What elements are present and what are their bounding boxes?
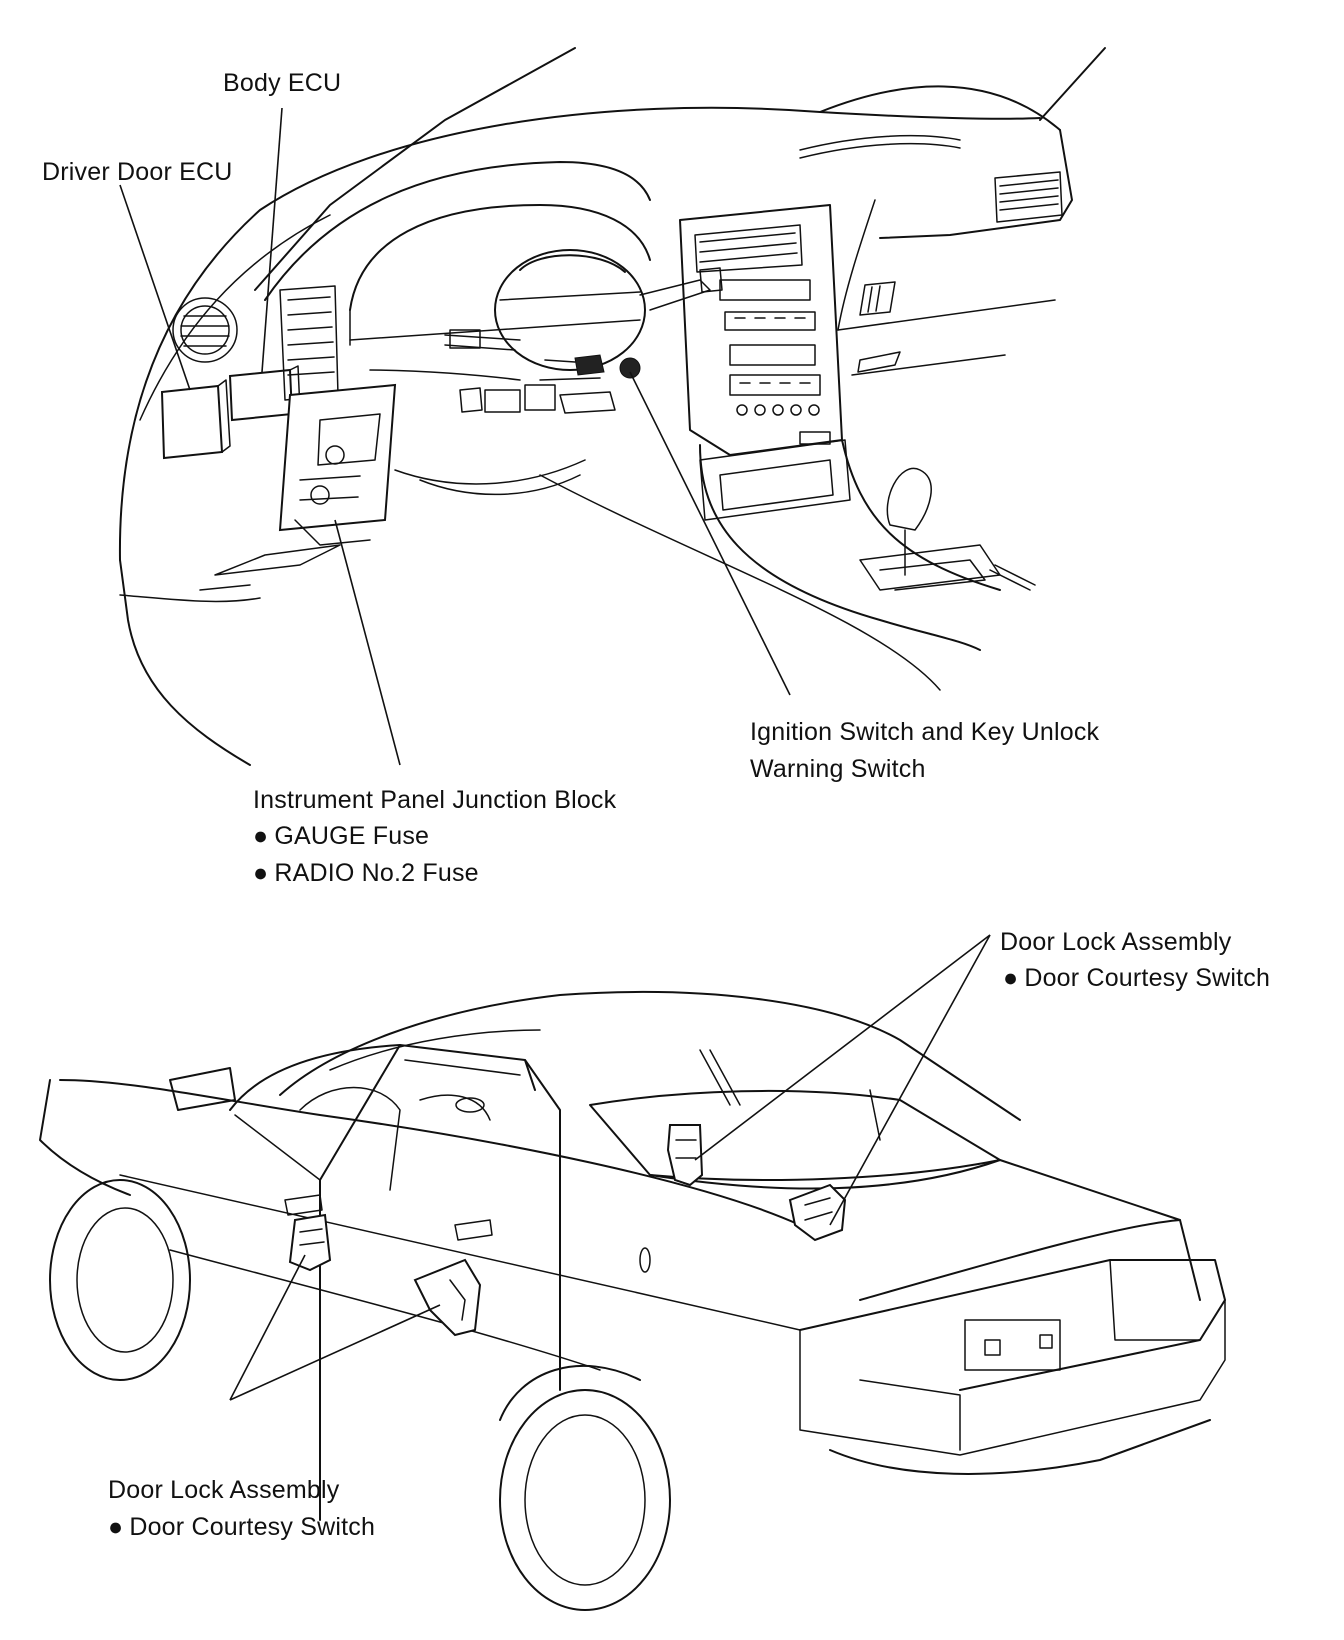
leader-rear-lock-a: [694, 934, 991, 1161]
front-door-courtesy-switch-item: ●Door Courtesy Switch: [108, 1512, 375, 1542]
leader-front-lock-a: [229, 1254, 306, 1401]
bullet-icon: ●: [253, 859, 269, 887]
front-door-courtesy-switch-label: Door Courtesy Switch: [129, 1513, 376, 1541]
bullet-icon: ●: [253, 822, 269, 850]
gauge-fuse-label: GAUGE Fuse: [274, 822, 430, 850]
junction-block-label: Instrument Panel Junction Block: [253, 786, 617, 814]
rear-door-courtesy-switch-label: Door Courtesy Switch: [1024, 964, 1271, 992]
leader-junction-block: [334, 519, 401, 766]
bullet-icon: ●: [1003, 964, 1019, 992]
car-illustration: [39, 991, 1226, 1611]
front-door-lock-assembly-label: Door Lock Assembly: [108, 1476, 340, 1504]
leader-driver-door-ecu: [119, 184, 191, 391]
bullet-icon: ●: [108, 1513, 124, 1541]
body-ecu-label: Body ECU: [223, 69, 342, 97]
radio-fuse-item: ●RADIO No.2 Fuse: [253, 858, 479, 888]
leader-body-ecu: [261, 107, 283, 373]
leader-rear-lock-b: [829, 934, 991, 1226]
ignition-switch-label-line1: Ignition Switch and Key Unlock: [750, 718, 1100, 746]
leader-front-lock-b: [229, 1304, 441, 1401]
rear-door-lock-assembly-label: Door Lock Assembly: [1000, 928, 1232, 956]
leader-lines: [119, 107, 991, 1401]
instrument-panel-illustration: [118, 47, 1106, 766]
driver-door-ecu-label: Driver Door ECU: [42, 158, 233, 186]
ignition-switch-label-line2: Warning Switch: [750, 755, 926, 783]
rear-door-courtesy-switch-item: ●Door Courtesy Switch: [1003, 963, 1270, 993]
radio-fuse-label: RADIO No.2 Fuse: [274, 859, 479, 887]
leader-ignition-switch: [629, 371, 791, 696]
gauge-fuse-item: ●GAUGE Fuse: [253, 821, 429, 851]
